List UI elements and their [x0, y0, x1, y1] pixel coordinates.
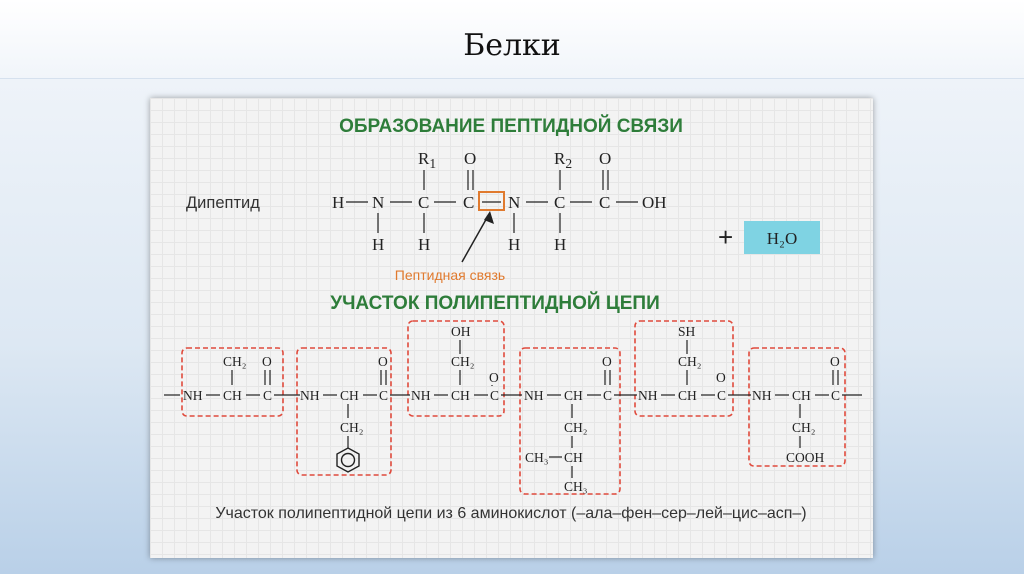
dipeptide-n2: N [508, 193, 520, 212]
chain-ch-3: CH [451, 388, 470, 403]
dipeptide-r2: R2 [554, 149, 572, 171]
asp-side-cooh: COOH [786, 450, 825, 465]
title-band [0, 0, 1024, 79]
chain-nh-3: NH [411, 388, 431, 403]
chain-c-5: C [717, 388, 726, 403]
leu-side-ch: CH [564, 450, 583, 465]
slide-title: Белки [463, 28, 561, 63]
dipeptide-r1: R1 [418, 149, 436, 171]
chain-nh-1: NH [183, 388, 203, 403]
chain-c-3: C [490, 388, 499, 403]
leu-side-ch3-b: CH₃ [564, 479, 588, 494]
chain-c-4: C [603, 388, 612, 403]
figure-caption: Участок полипептидной цепи из 6 аминокис… [215, 505, 806, 522]
dipeptide-h-left: H [332, 193, 344, 212]
dipeptide-h-n1: H [372, 235, 384, 254]
plus-sign: + [718, 222, 733, 252]
dipeptide-n1: N [372, 193, 384, 212]
heading-polypeptide-chain: УЧАСТОК ПОЛИПЕПТИДНОЙ ЦЕПИ [330, 292, 660, 314]
cys-side-ch2: CH₂ [678, 354, 701, 369]
chain-nh-4: NH [524, 388, 544, 403]
chain-o-2: O [378, 354, 388, 369]
dipeptide-label: Дипептид [186, 194, 260, 212]
chain-o-6: O [830, 354, 840, 369]
water-box [744, 221, 820, 254]
leu-side-ch3-a: CH₃ [525, 450, 549, 465]
dipeptide-structure: H N C C N C C OH R1 O R2 O H H H [332, 149, 667, 254]
chain-nh-6: NH [752, 388, 772, 403]
ser-side-ch2: CH₂ [451, 354, 474, 369]
chain-ch-2: CH [340, 388, 359, 403]
ser-side-oh: OH [451, 324, 471, 339]
residue-box-cys [634, 320, 734, 417]
water-formula: H₂O [767, 229, 797, 248]
dipeptide-c2: C [463, 193, 474, 212]
peptide-bond-arrow [461, 211, 494, 263]
residue-box-asp [748, 347, 846, 467]
dipeptide-h-c1: H [418, 235, 430, 254]
chain-ch-6: CH [792, 388, 811, 403]
residue-box-ala [181, 347, 284, 417]
dipeptide-c3: C [554, 193, 565, 212]
chain-ch-5: CH [678, 388, 697, 403]
chain-nh-5: NH [638, 388, 658, 403]
chain-ch-4: CH [564, 388, 583, 403]
residue-box-phe [296, 347, 392, 476]
leu-side-ch2: CH₂ [564, 420, 587, 435]
ala-side-ch2: CH₂ [223, 354, 246, 369]
chain-c-6: C [831, 388, 840, 403]
dipeptide-h-c3: H [554, 235, 566, 254]
dipeptide-o2: O [599, 149, 611, 168]
dipeptide-o1: O [464, 149, 476, 168]
asp-side-ch2: CH₂ [792, 420, 815, 435]
phe-side-ch2: CH₂ [340, 420, 363, 435]
chain-c-1: C [263, 388, 272, 403]
dipeptide-oh: OH [642, 193, 667, 212]
residue-box-ser [407, 320, 505, 417]
polypeptide-chain: NH CH C NH CH C NH CH C NH CH C NH CH C … [164, 320, 862, 495]
benzene-ring-icon [336, 447, 360, 473]
chain-c-2: C [379, 388, 388, 403]
chain-nh-2: NH [300, 388, 320, 403]
chain-o-5: O [716, 370, 726, 385]
peptide-bond-box [478, 191, 505, 211]
chain-o-3: O [489, 370, 499, 385]
dipeptide-c4: C [599, 193, 610, 212]
dipeptide-h-n2: H [508, 235, 520, 254]
figure-card: ОБРАЗОВАНИЕ ПЕПТИДНОЙ СВЯЗИ Дипептид H N… [150, 98, 873, 558]
chain-ch-1: CH [223, 388, 242, 403]
chain-o-1: O [262, 354, 272, 369]
heading-peptide-bond-formation: ОБРАЗОВАНИЕ ПЕПТИДНОЙ СВЯЗИ [339, 115, 683, 137]
cys-side-sh: SH [678, 324, 696, 339]
chain-o-4: O [602, 354, 612, 369]
dipeptide-c1: C [418, 193, 429, 212]
peptide-bond-label: Пептидная связь [395, 267, 505, 283]
residue-box-leu [519, 347, 621, 495]
peptide-diagram: ОБРАЗОВАНИЕ ПЕПТИДНОЙ СВЯЗИ Дипептид H N… [164, 115, 862, 522]
